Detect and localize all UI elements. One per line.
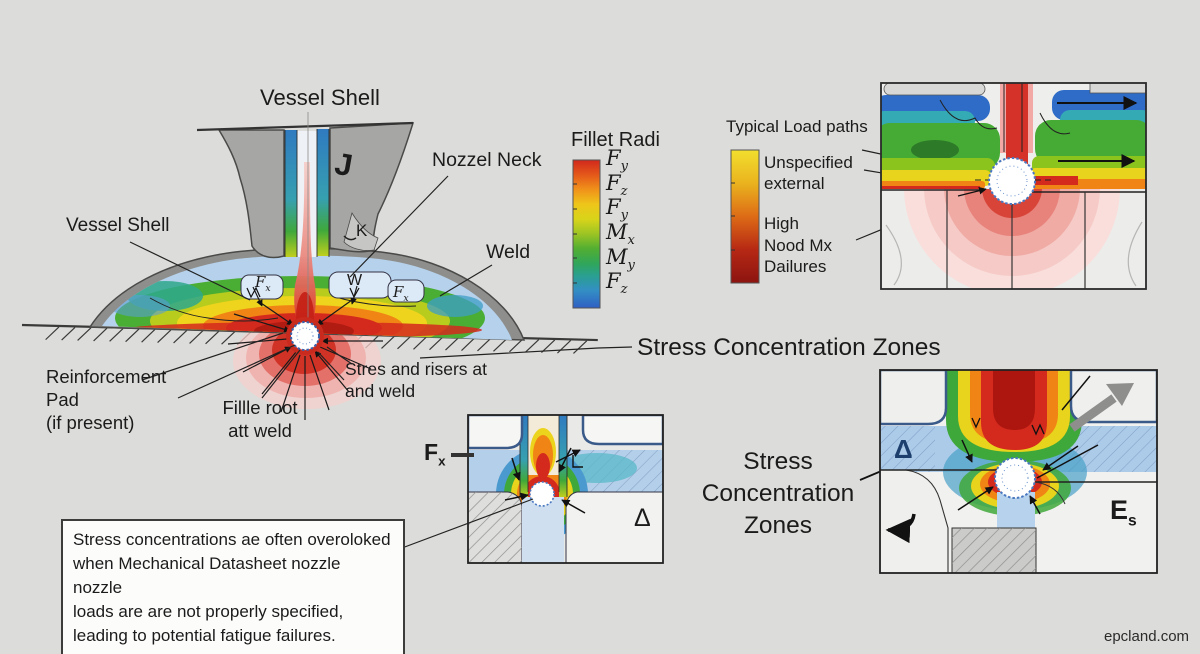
nozzle-neck-label: Nozzel Neck bbox=[432, 149, 542, 171]
fillet-legend-entry: Fy bbox=[606, 195, 628, 224]
inset-bottom-right bbox=[879, 369, 1158, 574]
delta-mid-mark: Δ bbox=[634, 504, 651, 532]
k-mark: K bbox=[356, 221, 368, 240]
note-box: Stress concentrations ae often overoloke… bbox=[61, 519, 405, 654]
weld-label: Weld bbox=[486, 241, 531, 263]
delta-right-mark: Δ bbox=[894, 434, 913, 464]
fx-inset-label: Fx bbox=[424, 439, 446, 469]
fillet-legend-entry: Fz bbox=[606, 170, 628, 199]
fillet-legend-title: Fillet Radi bbox=[571, 129, 660, 151]
inset-top-right bbox=[880, 82, 1147, 290]
fx-right-mark: Fx bbox=[393, 283, 409, 304]
load-legend-title: Typical Load paths bbox=[726, 117, 868, 136]
stress-zones-heading: Stress Concentration Zones bbox=[637, 334, 941, 361]
load-high-label: High Nood Mx Dailures bbox=[764, 214, 833, 276]
w-mark: W bbox=[347, 272, 363, 289]
es-mark: Es bbox=[1110, 495, 1137, 530]
fillet-legend-entry: Fz bbox=[606, 269, 628, 298]
fillet-root-label: Fillle root att weld bbox=[222, 397, 298, 441]
watermark: epcland.com bbox=[1104, 628, 1190, 645]
reinforcement-pad-label: Reinforcement Pad (if present) bbox=[46, 366, 167, 433]
vessel-shell-top-label: Vessel Shell bbox=[260, 85, 380, 110]
load-unspecified-label: Unspecified external bbox=[764, 153, 853, 193]
fx-left-mark: Fx bbox=[255, 273, 271, 294]
stress-risers-label: Stres and risers at and weld bbox=[345, 359, 487, 401]
fillet-legend-entry: My bbox=[606, 244, 635, 273]
vessel-shell-left-label: Vessel Shell bbox=[66, 215, 170, 236]
inset-bottom-middle bbox=[401, 414, 664, 564]
fillet-legend-entry: Fy bbox=[606, 146, 628, 175]
fillet-legend-entry: Mx bbox=[606, 220, 635, 249]
stress-zones-block-heading: Stress Concentration Zones bbox=[701, 448, 855, 539]
fillet-legend-bar bbox=[572, 159, 601, 309]
